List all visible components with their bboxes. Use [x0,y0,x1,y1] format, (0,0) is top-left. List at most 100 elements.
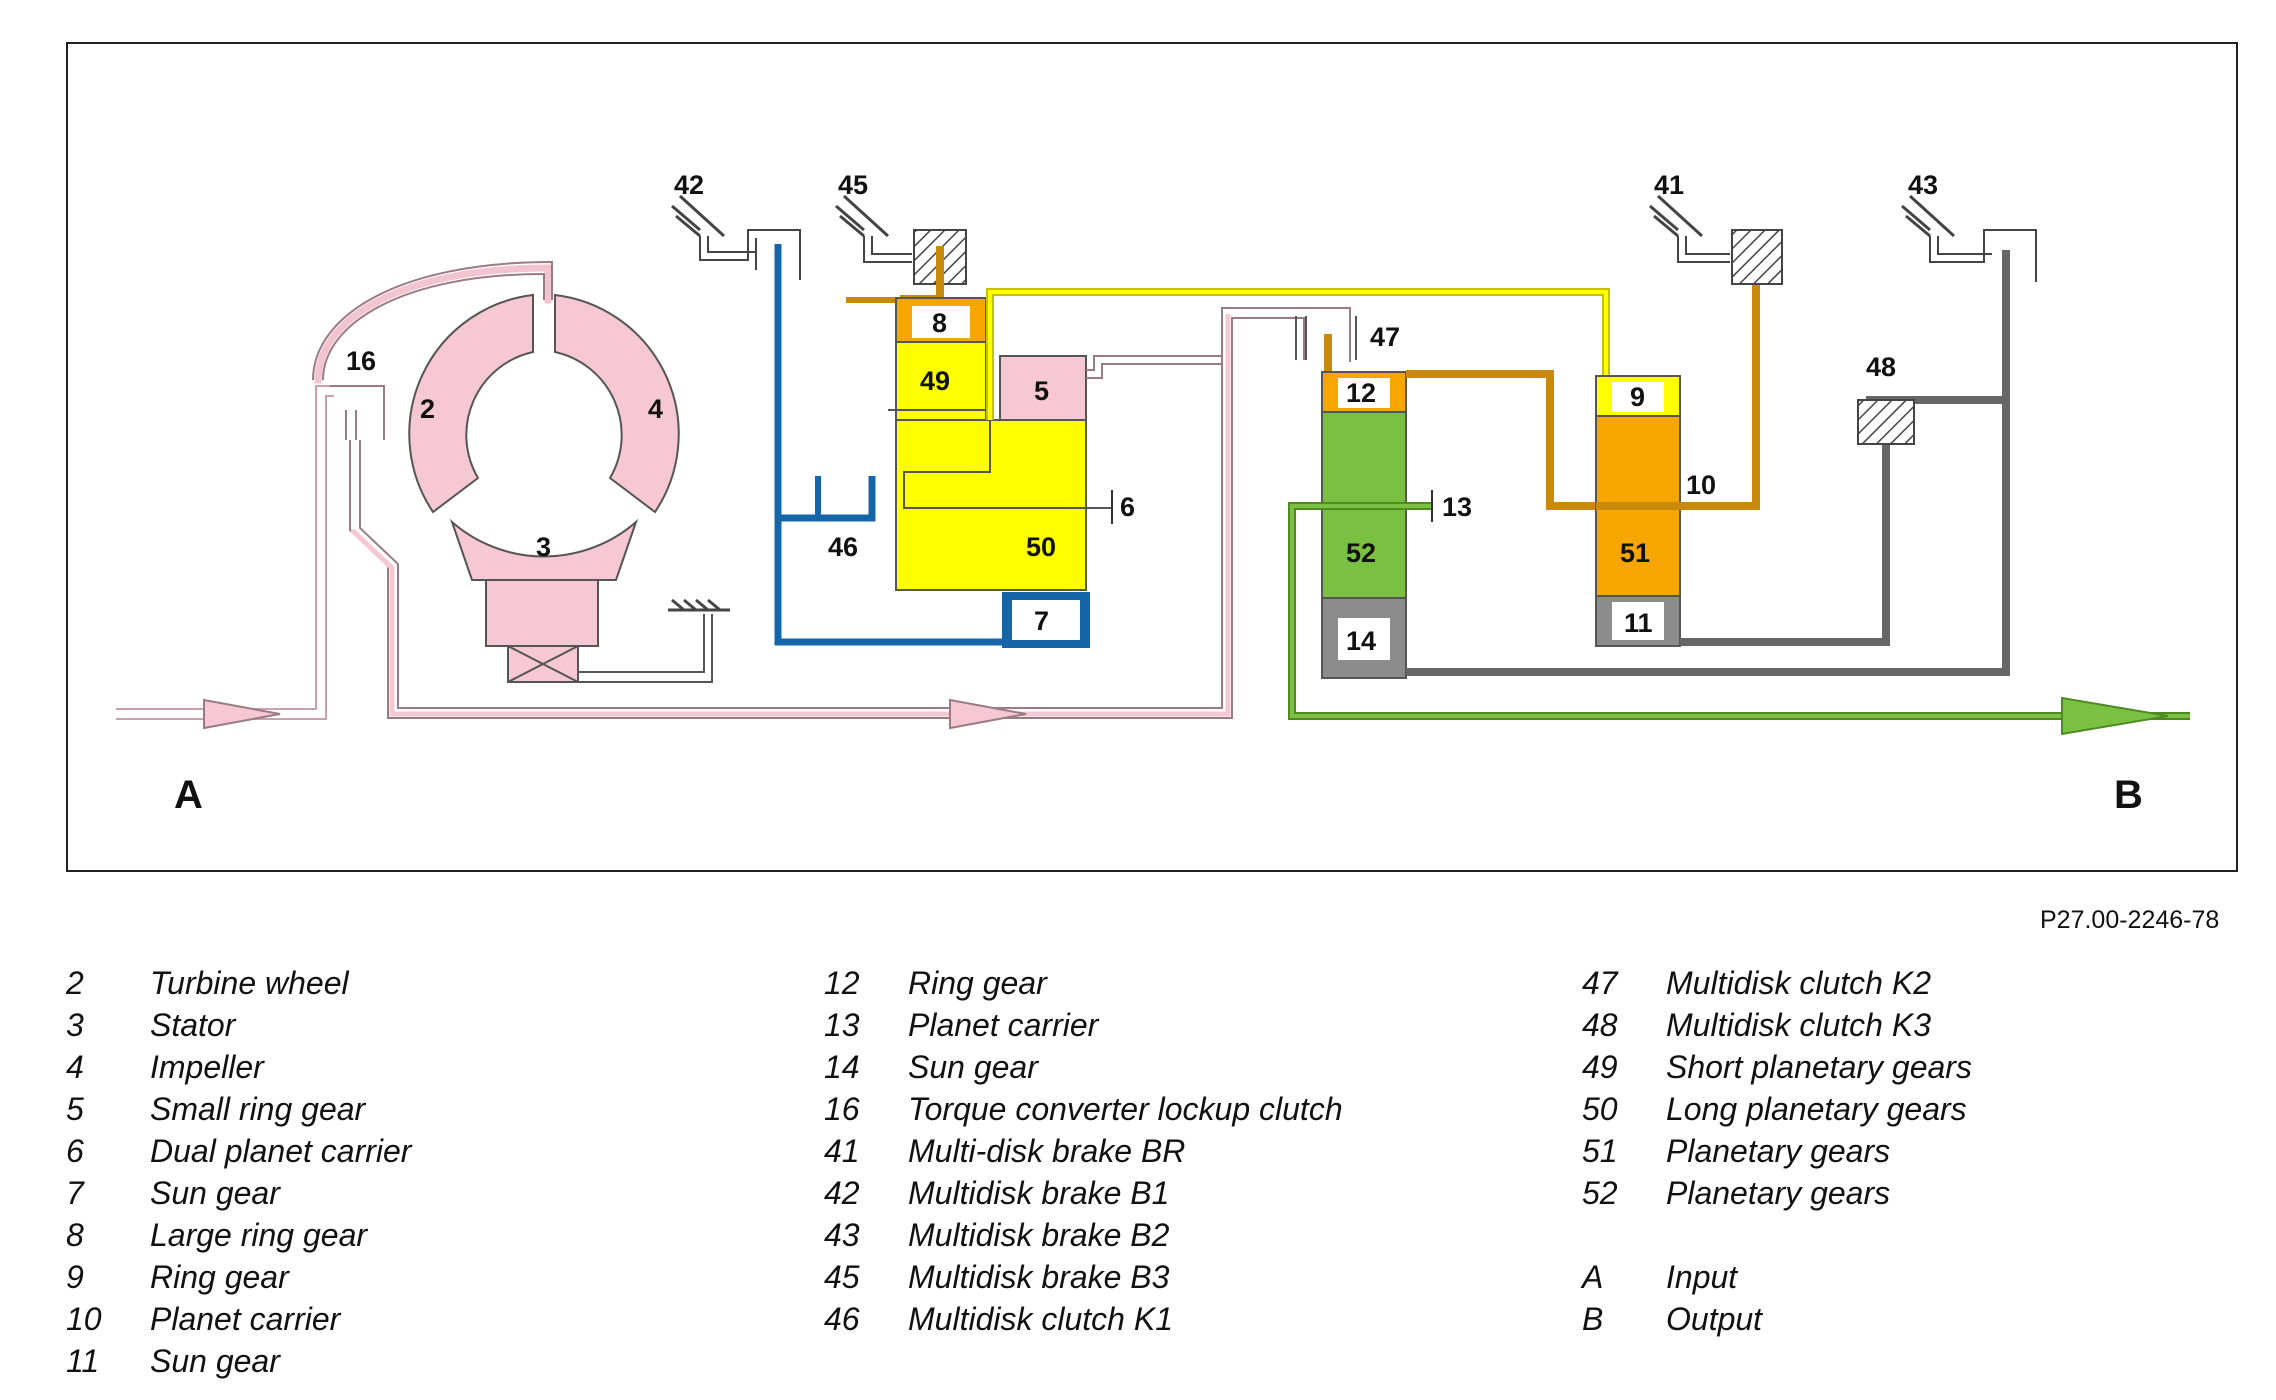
legend-item: 3 Stator [66,1004,411,1046]
label-13: 13 [1442,492,1472,522]
legend-gap [1582,1214,1972,1256]
legend-text: Large ring gear [150,1217,368,1253]
legend-number: 46 [824,1301,860,1337]
legend-text: Input [1666,1259,1738,1295]
output-shaft [1288,502,2190,720]
legend-number: 8 [66,1217,84,1253]
legend-number: 49 [1582,1049,1618,1085]
legend-number: 11 [66,1343,100,1379]
legend-text: Multidisk brake B1 [908,1175,1170,1211]
legend-text: Multi-disk brake BR [908,1133,1186,1169]
legend-text: Multidisk clutch K3 [1666,1007,1931,1043]
legend-number: 10 [66,1301,102,1337]
legend-text: Multidisk clutch K2 [1666,965,1931,1001]
legend-number: 7 [66,1175,84,1211]
legend-text: Ring gear [150,1259,289,1295]
label-12: 12 [1346,378,1376,408]
label-2: 2 [420,394,435,424]
small-ring-gear-5 [999,355,1087,421]
legend-item: 46 Multidisk clutch K1 [824,1298,1343,1340]
legend-item: 51 Planetary gears [1582,1130,1972,1172]
legend-text: Stator [150,1007,236,1043]
short-planet-49 [895,341,987,433]
flow-arrow-icon [949,698,1027,730]
stator-hub [485,579,599,647]
label-4: 4 [648,394,663,424]
legend-item: A Input [1582,1256,1972,1298]
label-45: 45 [838,170,868,200]
reference-code: P27.00-2246-78 [2040,906,2220,934]
label-43: 43 [1908,170,1938,200]
legend-text: Planet carrier [150,1301,341,1337]
label-41: 41 [1654,170,1684,200]
output-arrow-icon [2061,696,2169,736]
brake-b2-43 [1901,194,2037,282]
label-48: 48 [1866,352,1896,382]
legend-number: 13 [824,1007,860,1043]
legend-text: Ring gear [908,965,1047,1001]
label-8: 8 [932,308,947,338]
legend-text: Output [1666,1301,1763,1337]
label-3: 3 [536,532,551,562]
clutch-k2-47 [1295,316,1357,360]
label-input-a: A [174,773,203,817]
brake-b3-45 [835,194,967,285]
label-output-b: B [2114,773,2143,817]
legend-item: 8 Large ring gear [66,1214,411,1256]
label-16: 16 [346,346,376,376]
legend-number: 43 [824,1217,860,1253]
legend-text: Planetary gears [1666,1133,1891,1169]
legend-text: Multidisk brake B3 [908,1259,1170,1295]
label-52: 52 [1346,538,1376,568]
clutch-k3-48 [1857,396,2006,445]
legend-item: 48 Multidisk clutch K3 [1582,1004,1972,1046]
legend-item: 42 Multidisk brake B1 [824,1172,1343,1214]
legend-number: 45 [824,1259,860,1295]
legend-text: Turbine wheel [150,965,349,1001]
label-50: 50 [1026,532,1056,562]
input-shaft [116,385,334,720]
legend-number: 12 [824,965,860,1001]
legend-text: Planetary gears [1666,1175,1891,1211]
legend-text: Sun gear [150,1343,280,1379]
legend-number: 48 [1582,1007,1618,1043]
legend-number: A [1582,1259,1604,1295]
label-49: 49 [920,366,950,396]
label-47: 47 [1370,322,1400,352]
turbine-wheel-2 [408,293,534,514]
label-5: 5 [1034,376,1049,406]
label-42: 42 [674,170,704,200]
legend-number: 14 [824,1049,860,1085]
legend-item: 49 Short planetary gears [1582,1046,1972,1088]
label-10: 10 [1686,470,1716,500]
legend-number: 6 [66,1133,84,1169]
legend-number: 51 [1582,1133,1618,1169]
label-9: 9 [1630,382,1645,412]
label-14: 14 [1346,626,1376,656]
diagram-frame [66,42,2238,872]
brake-b1-42 [671,194,801,280]
legend-item: 45 Multidisk brake B3 [824,1256,1343,1298]
legend-number: 42 [824,1175,860,1211]
legend-item: 2 Turbine wheel [66,962,411,1004]
label-11: 11 [1624,608,1653,638]
legend-text: Torque converter lockup clutch [908,1091,1343,1127]
legend-number: 3 [66,1007,84,1043]
legend-text: Multidisk clutch K1 [908,1301,1173,1337]
legend-text: Short planetary gears [1666,1049,1972,1085]
brake-br-41 [1649,194,1783,285]
legend-number: 2 [66,965,84,1001]
legend-text: Sun gear [150,1175,280,1211]
legend-text: Small ring gear [150,1091,366,1127]
